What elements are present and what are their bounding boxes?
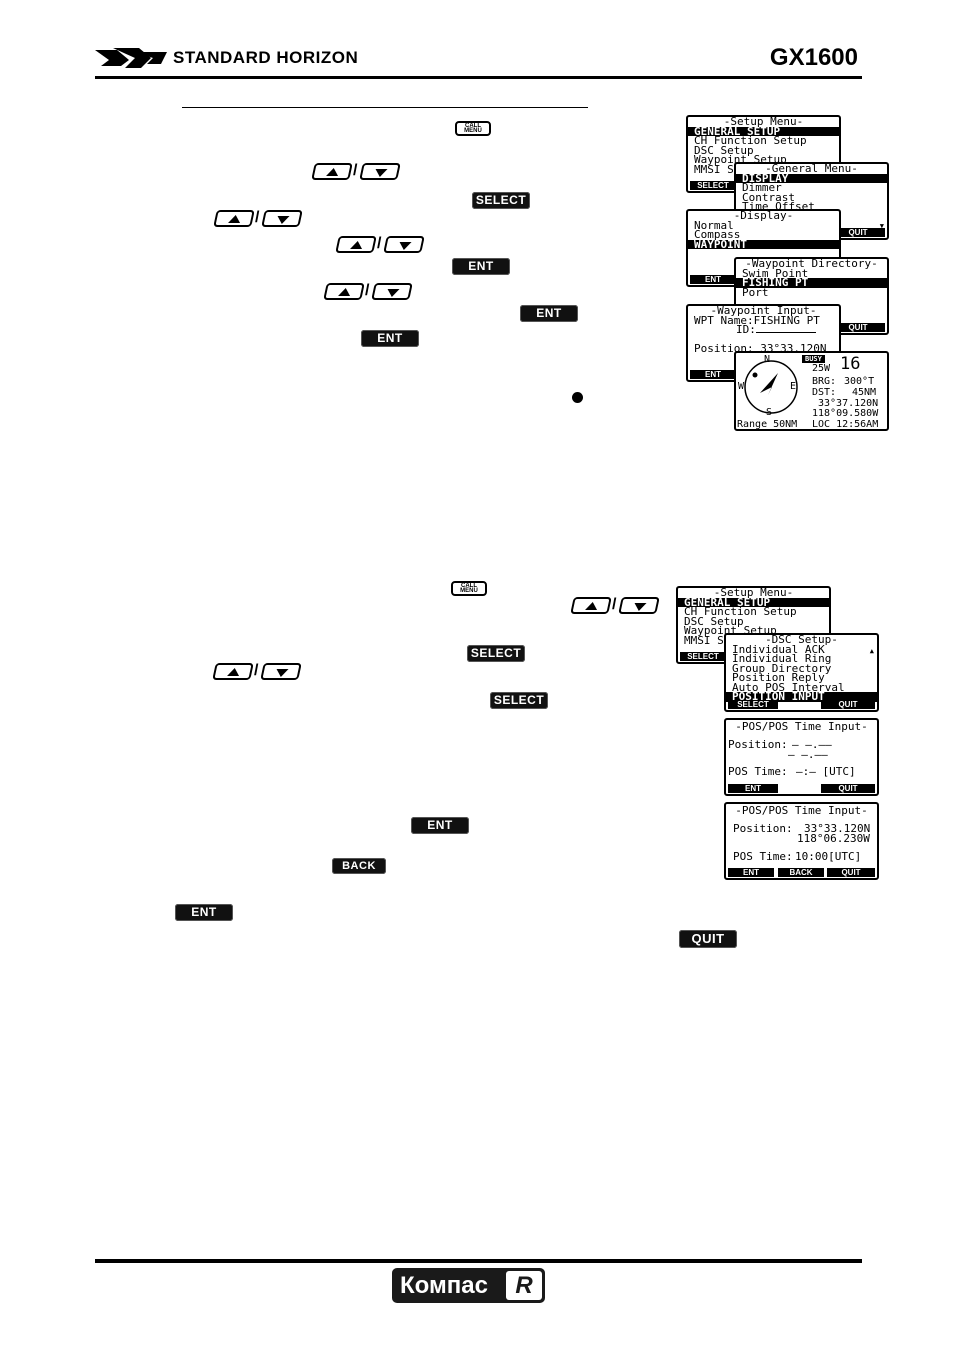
header-rule <box>95 76 862 79</box>
footer-rule <box>95 1259 862 1263</box>
lcd-pos-time-input-blank: -POS/POS Time Input- Position: — —.—— — … <box>724 718 879 796</box>
select-key-icon: SELECT <box>472 192 530 209</box>
brand-name: STANDARD HORIZON <box>173 48 359 67</box>
ent-key-icon: ENT <box>452 258 510 275</box>
up-down-keys-icon: / <box>335 235 425 254</box>
ent-key-icon: ENT <box>361 330 419 347</box>
section-rule <box>182 107 588 108</box>
quit-key-icon: QUIT <box>679 930 737 948</box>
model-name: GX1600 <box>769 44 858 71</box>
lcd-dsc-setup: -DSC Setup- Individual ACK Individual Ri… <box>724 633 879 712</box>
logo-mark-icon: R <box>506 1271 542 1300</box>
ent-key-icon: ENT <box>520 305 578 322</box>
select-key-icon: SELECT <box>490 692 548 709</box>
up-down-keys-icon: / <box>323 282 413 301</box>
bullet-icon <box>572 392 583 403</box>
brand-logo-icon <box>95 48 167 68</box>
lcd-compass-display: N S E W BUSY 25W 16 BRG: 300°T DST: 45NM… <box>734 351 889 431</box>
compass-rose-icon <box>744 360 798 414</box>
up-down-keys-icon: / <box>311 162 401 181</box>
ent-key-icon: ENT <box>175 904 233 921</box>
up-down-keys-icon: / <box>213 209 303 228</box>
up-down-keys-icon: / <box>570 596 660 615</box>
up-down-keys-icon: / <box>212 662 302 681</box>
lcd-pos-time-input-filled: -POS/POS Time Input- Position: 33°33.120… <box>724 802 879 880</box>
select-key-icon: SELECT <box>467 645 525 662</box>
back-key-icon: BACK <box>332 858 386 874</box>
ent-key-icon: ENT <box>411 817 469 834</box>
lcd-setup-menu: -Setup Menu- GENERAL SETUP CH Function S… <box>676 586 831 664</box>
